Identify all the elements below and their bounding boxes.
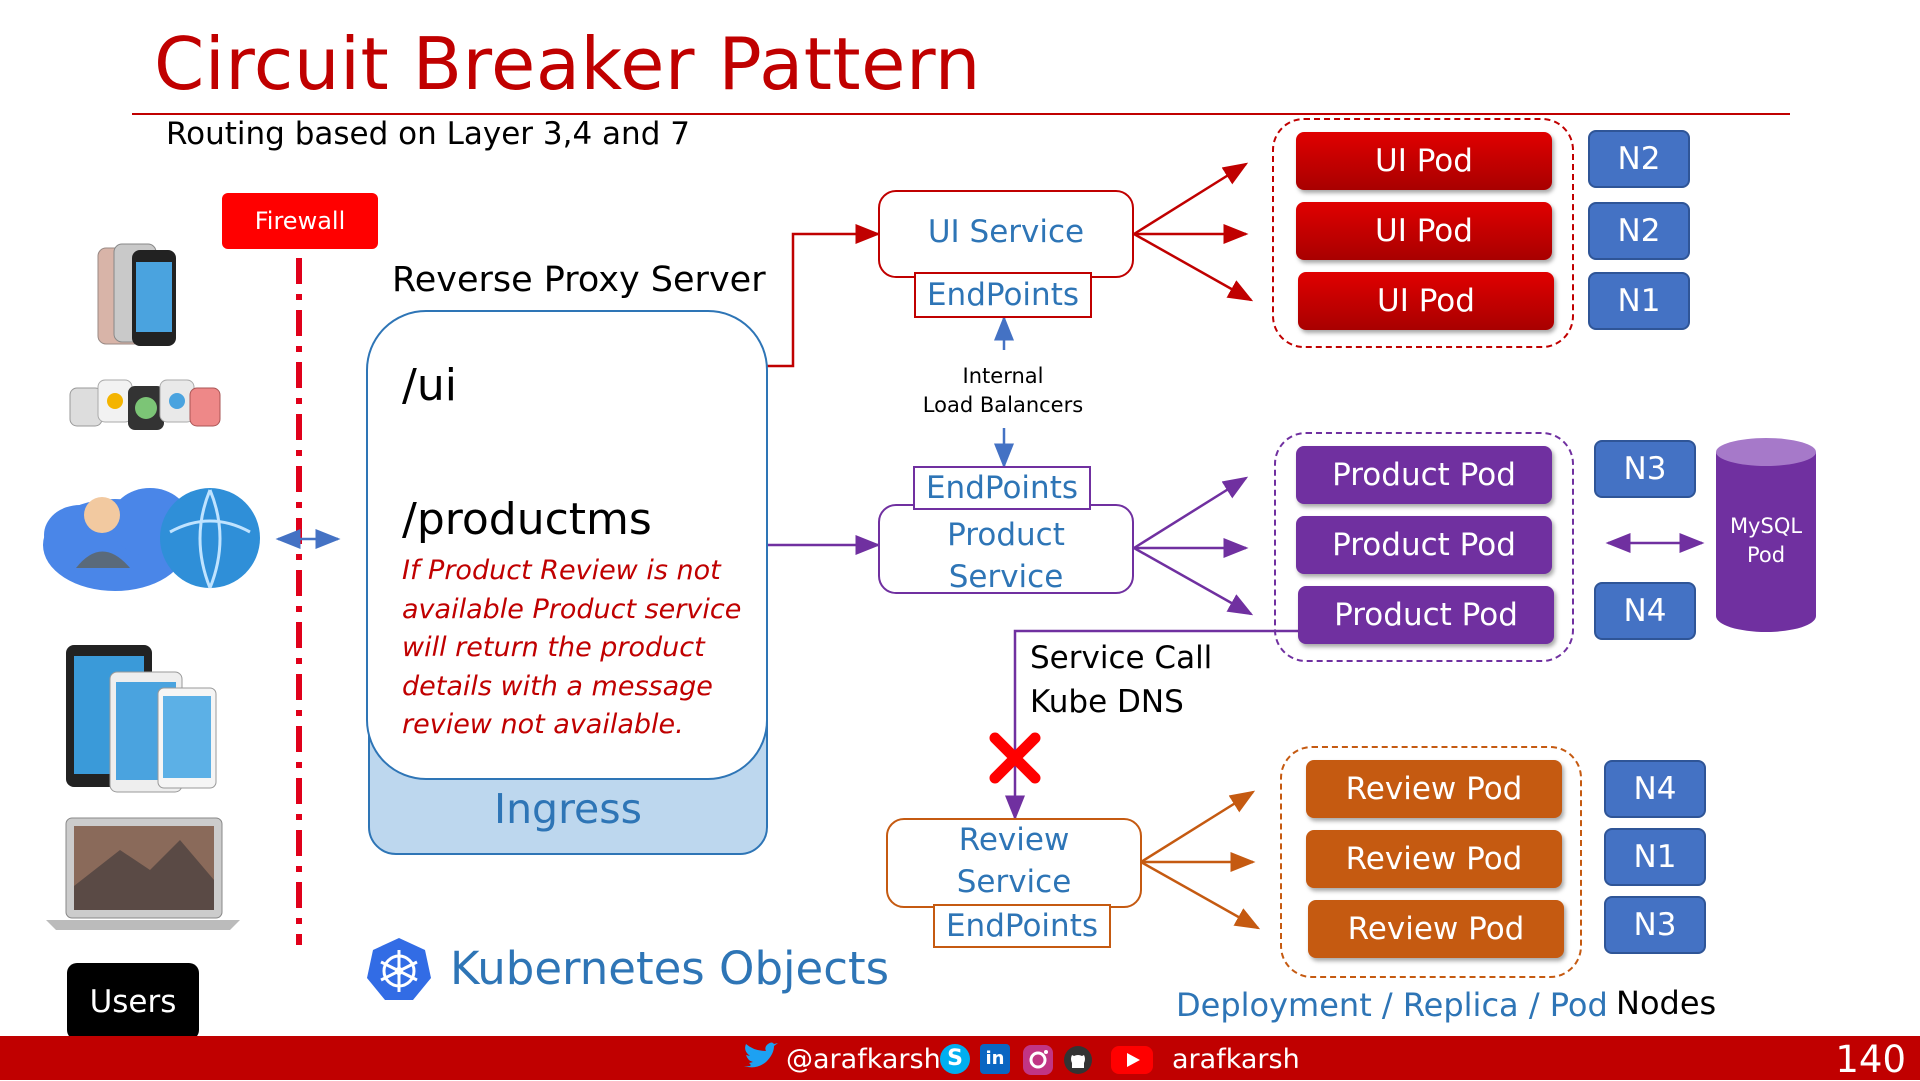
slide-subtitle: Routing based on Layer 3,4 and 7 <box>166 116 690 152</box>
mysql-pod-label: MySQL Pod <box>1714 512 1818 570</box>
mysql-label-line1: MySQL <box>1729 514 1803 538</box>
cloud-user-globe-icon <box>43 488 260 591</box>
product-pod-3: Product Pod <box>1298 586 1554 644</box>
mysql-pod-cylinder <box>1716 438 1816 632</box>
title-rule <box>132 113 1790 115</box>
review-deployment-group <box>1280 746 1582 978</box>
ui-node-3: N1 <box>1588 272 1690 330</box>
ui-pod-3: UI Pod <box>1298 272 1554 330</box>
internal-load-balancers-label: Internal Load Balancers <box>900 362 1106 420</box>
page-number: 140 <box>1835 1038 1906 1081</box>
github-icon[interactable] <box>1062 1044 1094 1076</box>
product-pod-1: Product Pod <box>1296 446 1552 504</box>
kubernetes-icon <box>367 938 431 1000</box>
reverse-proxy-box <box>366 310 768 780</box>
product-deployment-group <box>1274 432 1574 662</box>
route-productms: /productms <box>402 494 652 545</box>
review-node-2: N1 <box>1604 828 1706 886</box>
ui-deployment-group <box>1272 118 1574 348</box>
service-call-line1: Service Call <box>1030 640 1213 676</box>
product-node-2: N4 <box>1594 582 1696 640</box>
instagram-icon[interactable] <box>1022 1044 1054 1076</box>
review-service-line2: Service <box>956 864 1072 900</box>
review-pod-1: Review Pod <box>1306 760 1562 818</box>
circuit-broken-icon <box>989 732 1041 784</box>
ui-node-2: N2 <box>1588 202 1690 260</box>
service-call-label: Service Call Kube DNS <box>1030 636 1212 724</box>
ui-node-1: N2 <box>1588 130 1690 188</box>
footer-youtube-handle[interactable]: arafkarsh <box>1172 1044 1300 1075</box>
product-service: Product Service <box>878 504 1134 595</box>
review-service-line1: Review <box>958 822 1070 858</box>
product-service-line2: Service <box>948 559 1064 595</box>
slide-title: Circuit Breaker Pattern <box>154 22 981 106</box>
review-endpoints: EndPoints <box>933 904 1111 948</box>
kubernetes-objects-label: Kubernetes Objects <box>450 942 890 995</box>
review-pod-3: Review Pod <box>1308 900 1564 958</box>
deployment-legend: Deployment / Replica / Pod <box>1176 986 1608 1024</box>
review-service-text: Review Service <box>957 819 1072 903</box>
review-service: Review Service <box>886 818 1142 908</box>
review-node-3: N3 <box>1604 896 1706 954</box>
internal-lb-line2: Load Balancers <box>922 393 1084 417</box>
product-service-text: Product Service <box>947 514 1065 598</box>
circuit-breaker-note: If Product Review is not available Produ… <box>402 555 742 740</box>
review-node-1: N4 <box>1604 760 1706 818</box>
skype-icon[interactable]: S <box>940 1044 970 1074</box>
product-pod-2: Product Pod <box>1296 516 1552 574</box>
users-label: Users <box>67 963 199 1040</box>
footer-twitter-handle[interactable]: @arafkarsh <box>786 1044 941 1075</box>
laptop-icon <box>46 817 240 930</box>
linkedin-icon[interactable]: in <box>980 1044 1010 1074</box>
ingress-label: Ingress <box>493 785 642 833</box>
ui-service-label: UI Service <box>927 214 1085 250</box>
reverse-proxy-label: Reverse Proxy Server <box>392 260 766 300</box>
twitter-icon[interactable] <box>742 1042 778 1074</box>
route-ui: /ui <box>402 360 457 411</box>
ui-pod-1: UI Pod <box>1296 132 1552 190</box>
internal-lb-line1: Internal <box>962 364 1044 388</box>
product-service-line1: Product <box>947 517 1065 553</box>
mysql-label-line2: Pod <box>1746 543 1786 567</box>
product-node-1: N3 <box>1594 440 1696 498</box>
tablets-icon <box>66 645 217 793</box>
firewall-label: Firewall <box>222 193 378 249</box>
ui-endpoints: EndPoints <box>914 272 1092 318</box>
devices-illustration <box>43 243 260 930</box>
ui-service: UI Service <box>878 190 1134 278</box>
product-endpoints: EndPoints <box>913 466 1091 510</box>
service-call-line2: Kube DNS <box>1030 684 1184 720</box>
youtube-icon[interactable] <box>1110 1044 1154 1076</box>
smartwatches-icon <box>69 379 221 430</box>
review-pod-2: Review Pod <box>1306 830 1562 888</box>
nodes-legend: Nodes <box>1616 984 1717 1022</box>
smartphones-icon <box>97 243 176 346</box>
ui-pod-2: UI Pod <box>1296 202 1552 260</box>
